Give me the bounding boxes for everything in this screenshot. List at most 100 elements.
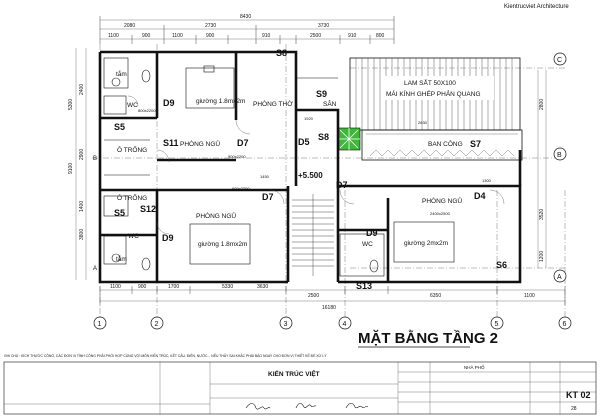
glass-roof-label: MÁI KÍNH GHÉP PHẢN QUANG: [386, 89, 481, 98]
tam-bot-label: tắm: [116, 254, 127, 263]
svg-text:1700: 1700: [168, 284, 179, 290]
walls: [98, 50, 522, 284]
tag-d7-mid: D7: [262, 192, 274, 202]
tag-s9: S9: [316, 89, 327, 99]
tag-s6: S6: [496, 260, 507, 270]
signature-3: [345, 403, 369, 409]
steel-louver-roof: LAM SẮT 50X100 MÁI KÍNH GHÉP PHẢN QUANG: [349, 57, 521, 131]
balcony-label: BAN CÔNG: [428, 139, 463, 148]
dim-top-d: 900: [206, 33, 215, 39]
dim-top-a: 1100: [108, 33, 119, 39]
tag-s5-bot: S5: [114, 208, 125, 218]
void-2-label: Ô TRỐNG: [117, 192, 147, 202]
svg-text:1100: 1100: [524, 293, 535, 299]
svg-text:2500: 2500: [308, 293, 319, 299]
right-dimensions: 2800 3520 1200: [537, 70, 547, 268]
partitions: [103, 57, 505, 277]
tag-s12: S12: [140, 204, 156, 214]
tag-d5: D5: [298, 137, 310, 147]
dim-left-5300: 5300: [68, 99, 74, 110]
drawing-title: MẶT BẰNG TẦNG 2: [358, 329, 498, 347]
wc-top-label: WC: [127, 102, 138, 109]
svg-text:6350: 6350: [430, 293, 441, 299]
svg-text:1300: 1300: [482, 178, 492, 183]
dim-top-2730: 2730: [205, 23, 216, 29]
svg-text:2: 2: [155, 321, 159, 328]
tag-d9-top: D9: [163, 98, 175, 108]
dim-top-b: 900: [142, 33, 151, 39]
svg-text:B: B: [93, 156, 97, 162]
sheet-code: KT 02: [566, 390, 591, 400]
dim-top-g: 910: [348, 33, 357, 39]
svg-text:800x2200: 800x2200: [138, 108, 156, 113]
brand-text: Kientrucviet Architecture: [504, 4, 569, 10]
balcony: BAN CÔNG: [361, 129, 523, 161]
element-tags: S8 S9 S8 D9 D7 S11 S5 S5 S12 D9 D7 D7 D9…: [114, 48, 507, 291]
lightwell-cross: [338, 128, 360, 150]
dim-right-2800: 2800: [539, 99, 545, 110]
altar-room-label: PHÒNG THỜ: [253, 99, 293, 108]
dim-overall-top: 8430: [240, 14, 251, 20]
wc-bot-label: WC: [128, 233, 139, 240]
dim-left-2400: 2400: [79, 84, 85, 95]
tag-s5-top: S5: [114, 122, 125, 132]
svg-text:3: 3: [284, 321, 288, 328]
svg-text:3630: 3630: [257, 284, 268, 290]
tag-s8-mid: S8: [318, 132, 329, 142]
bedroom-2-label: PHÒNG NGỦ: [196, 211, 236, 220]
axis-bubbles: 1 2 3 4 5 6 C B A B A: [93, 52, 572, 330]
dim-top-f: 2500: [310, 33, 321, 39]
svg-text:2400x2500: 2400x2500: [430, 211, 451, 216]
svg-text:B: B: [557, 152, 562, 159]
svg-text:2630: 2630: [418, 120, 428, 125]
tag-d4: D4: [474, 191, 486, 201]
sheet-number: 28: [571, 406, 577, 412]
svg-text:900x2200: 900x2200: [228, 154, 246, 159]
tag-s13: S13: [356, 281, 372, 291]
misc-dims: 800x2200 900x2200 900x2200 2400x2500 263…: [138, 108, 492, 216]
tag-d9-right: D9: [366, 228, 378, 238]
void-1-label: Ô TRỐNG: [117, 144, 147, 154]
signature-2: [295, 403, 317, 409]
svg-text:C: C: [557, 57, 562, 64]
level-label: +5.500: [298, 171, 323, 180]
project-name: NHÀ PHỐ: [464, 364, 485, 370]
bottom-dimensions: 1100 900 1700 5330 3630 2500 6350 1100 1…: [99, 284, 566, 311]
svg-text:1450: 1450: [260, 174, 270, 179]
bed-3-label: giường 2mx2m: [404, 240, 448, 247]
dim-left-9100: 9100: [68, 163, 74, 174]
louver-label: LAM SẮT 50X100: [404, 78, 456, 87]
dim-top-2080: 2080: [124, 23, 135, 29]
general-note: GHI CHÚ : KÍCH THƯỚC CÔNG, CÁC ĐƠN VỊ TÍ…: [4, 353, 327, 358]
yard-label: SÂN: [323, 99, 337, 108]
svg-text:A: A: [557, 274, 562, 281]
bed-1-label: giường 1.8mx2m: [196, 98, 245, 105]
tam-top-label: tắm: [116, 69, 127, 78]
top-dimensions: 8430 2080 2730 3730 1100 900 1100 900 91…: [99, 14, 395, 44]
tag-s8-top: S8: [276, 48, 287, 58]
dim-right-3520: 3520: [539, 209, 545, 220]
tag-d7-right: D7: [336, 180, 348, 190]
wc-mid-label: WC: [362, 241, 373, 248]
dim-right-1200: 1200: [539, 251, 545, 262]
left-dimensions: 9100 5300 2900 3800 1400 2400: [68, 48, 87, 280]
dim-top-3730: 3730: [318, 23, 329, 29]
bedroom-3-label: PHÒNG NGỦ: [422, 196, 462, 205]
dim-top-e: 910: [262, 33, 271, 39]
svg-text:5330: 5330: [222, 284, 233, 290]
tag-s7: S7: [470, 139, 481, 149]
bedroom-1-label: PHÒNG NGỦ: [180, 139, 220, 148]
tag-s11: S11: [163, 138, 179, 148]
dim-top-c: 1100: [172, 33, 183, 39]
svg-text:1920: 1920: [304, 116, 314, 121]
svg-text:4: 4: [343, 321, 347, 328]
dim-overall-bottom: 16180: [322, 305, 336, 311]
signature-1: [245, 403, 271, 410]
svg-text:1100: 1100: [110, 284, 121, 290]
svg-text:A: A: [93, 266, 97, 272]
company-name: KIẾN TRÚC VIỆT: [268, 368, 320, 378]
svg-text:1: 1: [98, 321, 102, 328]
svg-text:6: 6: [563, 321, 567, 328]
